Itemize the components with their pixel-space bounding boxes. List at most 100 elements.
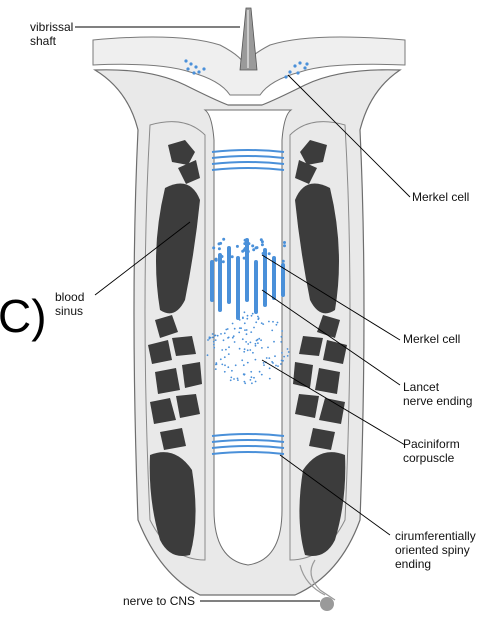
merkel-dot [252,248,255,251]
paciniform-dot [251,382,253,384]
label-merkel-cell-mid: Merkel cell [403,332,460,346]
paciniform-dot [257,318,259,320]
paciniform-dot [237,378,239,380]
label-merkel-cell-top: Merkel cell [412,190,469,204]
merkel-dot [251,244,254,247]
paciniform-dot [235,364,237,366]
label-circum-line1: cirumferentially [395,529,476,543]
paciniform-dot [252,352,254,354]
paciniform-dot [247,343,249,345]
panel-label: C) [0,293,47,339]
paciniform-dot [269,378,271,380]
merkel-dot [268,252,271,255]
paciniform-dot [244,373,246,375]
paciniform-dot [271,361,273,363]
paciniform-dot [220,333,222,335]
paciniform-dot [246,318,248,320]
paciniform-dot [261,347,263,349]
paciniform-dot [230,379,232,381]
label-lancet-line2: nerve ending [403,394,472,408]
merkel-dot [283,241,286,244]
merkel-dot [221,255,224,258]
paciniform-dot [250,379,252,381]
paciniform-dot [274,355,276,357]
hair-follicle [205,110,291,565]
paciniform-dot [251,376,253,378]
paciniform-dot [261,374,263,376]
paciniform-dot [258,338,260,340]
paciniform-dot [253,327,255,329]
merkel-dot [261,240,264,243]
paciniform-dot [207,354,209,356]
paciniform-dot [224,371,226,373]
paciniform-dot [238,332,240,334]
paciniform-dot [247,362,249,364]
paciniform-dot [227,366,229,368]
paciniform-dot [242,338,244,340]
paciniform-dot [275,365,277,367]
merkel-dot [243,257,246,260]
paciniform-dot [253,377,255,379]
paciniform-dot [239,348,241,350]
paciniform-dot [252,313,254,315]
paciniform-dot [267,347,269,349]
paciniform-dot [280,341,282,343]
paciniform-dot [266,357,268,359]
paciniform-dot [255,321,257,323]
paciniform-dot [268,357,270,359]
paciniform-dot [234,328,236,330]
paciniform-dot [233,335,235,337]
paciniform-dot [244,381,246,383]
merkel-dot [256,246,259,249]
paciniform-dot [213,344,215,346]
merkel-dot [215,259,218,262]
paciniform-dot [255,345,257,347]
paciniform-dot [228,337,230,339]
paciniform-dot [244,322,246,324]
paciniform-dot [224,356,226,358]
paciniform-dot [271,330,273,332]
paciniform-dot [223,339,225,341]
merkel-dot [222,260,225,263]
paciniform-dot [281,360,283,362]
paciniform-dot [231,370,233,372]
merkel-dot [282,260,285,263]
paciniform-dot [241,359,243,361]
paciniform-dot [239,319,241,321]
paciniform-dot [215,339,217,341]
merkel-dot [244,247,247,250]
merkel-dot [236,245,239,248]
paciniform-dot [224,364,226,366]
paciniform-dot [281,330,283,332]
merkel-dot [261,243,264,246]
paciniform-dot [276,324,278,326]
paciniform-dot [257,339,259,341]
nerve-end [320,597,334,611]
merkel-dot [244,239,247,242]
paciniform-dot [255,359,257,361]
paciniform-dot [277,365,279,367]
label-nerve-to-cns: nerve to CNS [123,594,195,608]
paciniform-dot [225,349,227,351]
paciniform-dot [237,379,239,381]
paciniform-dot [215,362,217,364]
paciniform-dot [213,341,215,343]
paciniform-dot [257,316,259,318]
paciniform-dot [247,315,249,317]
paciniform-dot [217,335,219,337]
paciniform-dot [255,343,257,345]
paciniform-dot [233,378,235,380]
paciniform-dot [232,337,234,339]
merkel-dot [262,252,265,255]
paciniform-dot [212,333,214,335]
label-paciniform-line2: corpuscle [403,451,454,465]
paciniform-dot [238,313,240,315]
paciniform-dot [230,377,232,379]
paciniform-dot [247,349,249,351]
paciniform-dot [244,329,246,331]
paciniform-dot [244,382,246,384]
paciniform-dot [268,321,270,323]
paciniform-dot [246,333,248,335]
paciniform-dot [272,321,274,323]
